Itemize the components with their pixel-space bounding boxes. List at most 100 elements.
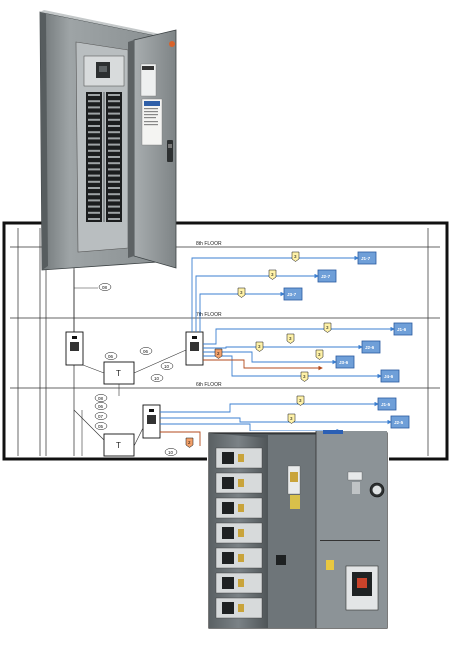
svg-text:2: 2 xyxy=(217,351,220,356)
breaker-handle xyxy=(108,94,120,96)
breaker-handle xyxy=(108,187,120,189)
svg-text:J3-7: J3-7 xyxy=(287,292,297,297)
callout-circle: 06 xyxy=(139,347,153,355)
svg-text:2: 2 xyxy=(188,440,191,445)
svg-text:J2-7: J2-7 xyxy=(321,274,331,279)
callout-circle: 06 xyxy=(94,402,108,410)
callout-circle: 10 xyxy=(164,448,178,456)
breaker-handle xyxy=(88,106,100,109)
svg-text:08: 08 xyxy=(102,285,108,290)
svg-text:06: 06 xyxy=(108,354,114,359)
breaker-handle xyxy=(108,199,120,202)
svg-text:05: 05 xyxy=(98,424,104,429)
breaker-handle xyxy=(88,125,100,127)
svg-text:J3-6: J3-6 xyxy=(339,360,349,365)
breaker-handle xyxy=(88,156,100,158)
breaker-handle xyxy=(88,168,100,171)
svg-text:3: 3 xyxy=(326,325,329,330)
circuit-flag: 3 xyxy=(291,251,300,262)
breaker-handle xyxy=(88,137,100,140)
breaker-handle xyxy=(88,131,100,134)
breaker-handle xyxy=(108,106,120,109)
circuit-flag: 3 xyxy=(287,413,296,424)
floor-label-6: 6th FLOOR xyxy=(196,382,222,388)
door-latch xyxy=(167,140,173,162)
breaker-handle xyxy=(88,211,100,214)
callout-circle: 07 xyxy=(94,412,108,420)
breaker-handle xyxy=(108,125,120,127)
svg-text:J2-6: J2-6 xyxy=(365,345,375,350)
circuit-flag: 2 xyxy=(185,437,194,448)
svg-text:3: 3 xyxy=(240,290,243,295)
panel-box-j1-6: J1-6 xyxy=(393,322,413,336)
svg-text:07: 07 xyxy=(98,414,104,419)
transformer-2-label: T xyxy=(116,441,121,450)
breaker-handle xyxy=(108,168,120,171)
breaker-handle xyxy=(108,211,120,214)
breaker-handle xyxy=(108,156,120,158)
circuit-flag: 3 xyxy=(255,341,264,352)
breaker-module xyxy=(215,497,263,519)
breaker-module xyxy=(215,522,263,544)
floor-label-7: 7th FLOOR xyxy=(196,312,222,318)
panel-box-j1-5: J1-5 xyxy=(377,397,397,411)
callout-circle: 08 xyxy=(94,394,108,402)
breaker-handle xyxy=(88,193,100,196)
svg-text:J1-5: J1-5 xyxy=(381,402,391,407)
breaker-handle xyxy=(88,143,100,146)
svg-text:J1-7: J1-7 xyxy=(361,256,371,261)
breaker-handle xyxy=(88,100,100,103)
breaker-handle xyxy=(108,149,120,152)
circuit-flag: 3 xyxy=(300,371,309,382)
breaker-handle xyxy=(108,162,120,165)
svg-text:3: 3 xyxy=(290,416,293,421)
svg-text:3: 3 xyxy=(289,336,292,341)
breaker-handle xyxy=(88,218,100,220)
panel-box-j3-6: J3-6 xyxy=(335,355,355,369)
breaker-handle xyxy=(88,187,100,189)
breaker-handle xyxy=(108,118,120,121)
breaker-handle xyxy=(108,205,120,208)
breaker-handle xyxy=(88,94,100,96)
svg-text:08: 08 xyxy=(98,396,104,401)
breaker-handle xyxy=(88,149,100,152)
svg-text:10: 10 xyxy=(164,364,170,369)
breaker-handle xyxy=(108,137,120,140)
panel-box-j2-7: J2-7 xyxy=(317,269,337,283)
circuit-flag: 3 xyxy=(237,287,246,298)
breaker-module xyxy=(215,597,263,619)
breaker-handle xyxy=(108,100,120,103)
panel-box-j4-6: J4-6 xyxy=(380,369,400,383)
svg-text:3: 3 xyxy=(258,344,261,349)
circuit-flag: 3 xyxy=(323,322,332,333)
breaker-handle xyxy=(108,143,120,146)
callout-circle: 10 xyxy=(160,362,174,370)
svg-text:3: 3 xyxy=(303,374,306,379)
breaker-module xyxy=(215,472,263,494)
svg-text:3: 3 xyxy=(318,352,321,357)
svg-text:06: 06 xyxy=(98,404,104,409)
transformer-1-label: T xyxy=(116,369,121,378)
breaker-handle xyxy=(108,174,120,177)
breaker-handle xyxy=(88,118,100,121)
breaker-handle xyxy=(108,131,120,134)
panel-box-j3-7: J3-7 xyxy=(283,287,303,301)
breaker-handle xyxy=(88,199,100,202)
callout-circle: 06 xyxy=(104,352,118,360)
switchboard-photo xyxy=(207,430,389,630)
circuit-flag: 3 xyxy=(315,349,324,360)
panel-box-j2-6: J2-6 xyxy=(361,340,381,354)
callout-circle: 08 xyxy=(98,283,112,291)
breaker-handle xyxy=(108,112,120,115)
svg-text:10: 10 xyxy=(168,450,174,455)
svg-text:3: 3 xyxy=(271,272,274,277)
svg-text:10: 10 xyxy=(154,376,160,381)
one-line-diagram: 8th FLOOR 7th FLOOR 6th FLOOR T T xyxy=(2,221,449,461)
breaker-module xyxy=(215,547,263,569)
breaker-handle xyxy=(88,205,100,208)
circuit-flag: 3 xyxy=(268,269,277,280)
circuit-flag: 3 xyxy=(296,395,305,406)
svg-text:3: 3 xyxy=(299,398,302,403)
floor-label-8: 8th FLOOR xyxy=(196,241,222,247)
breaker-handle xyxy=(88,162,100,165)
